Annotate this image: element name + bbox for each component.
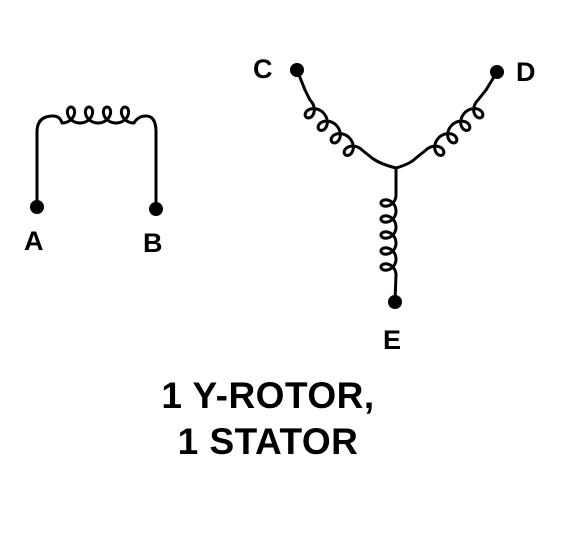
terminal-d (490, 65, 504, 79)
single-coil-wire (35, 105, 158, 211)
y-coil-branch-d (394, 70, 499, 170)
single-coil: A B (24, 105, 163, 258)
caption-line-2: 1 STATOR (177, 421, 359, 462)
y-coil: C D E (253, 54, 536, 355)
terminal-label-d: D (516, 57, 536, 87)
terminal-a (30, 200, 44, 214)
caption-line-1: 1 Y-ROTOR, (161, 375, 375, 416)
terminal-e (388, 295, 402, 309)
terminal-label-e: E (383, 325, 401, 355)
terminal-c (290, 63, 304, 77)
terminal-label-a: A (24, 226, 44, 256)
terminal-b (149, 202, 163, 216)
terminal-label-b: B (143, 228, 163, 258)
y-coil-branch-c (295, 68, 398, 170)
y-coil-branch-e (379, 166, 398, 304)
terminal-label-c: C (253, 54, 273, 84)
